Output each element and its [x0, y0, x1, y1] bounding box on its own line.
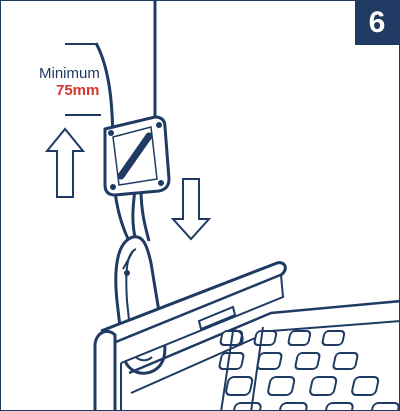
- step-number-badge: 6: [355, 1, 399, 45]
- grow-tray-icon: [93, 261, 399, 410]
- measurement-value: 75mm: [56, 82, 100, 99]
- arrow-down-outline-icon: [170, 178, 212, 241]
- arrow-up-outline-icon: [44, 127, 86, 198]
- measurement-label: Minimum: [39, 65, 100, 82]
- lower-rope: [131, 188, 151, 242]
- rope-ratchet-icon: [103, 115, 171, 197]
